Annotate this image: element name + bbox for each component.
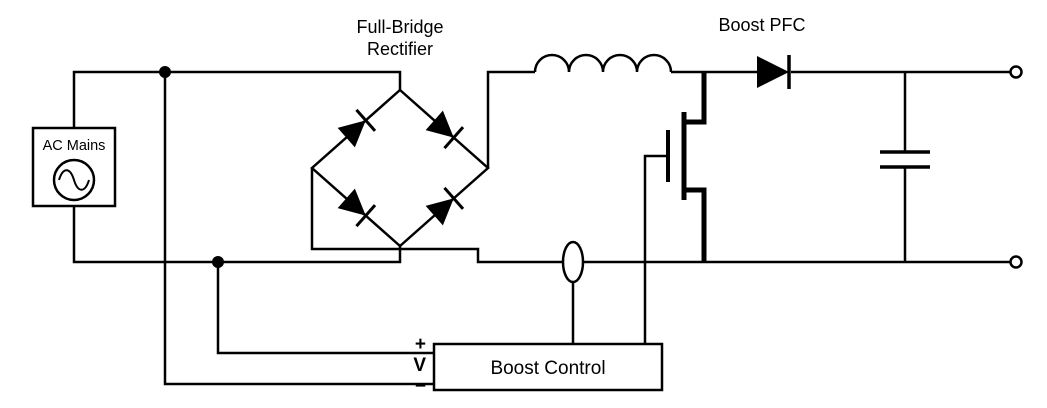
boost-control: Boost Control + V − <box>413 334 664 397</box>
sense-minus-label: − <box>415 376 426 397</box>
wire-ac-neutral <box>72 205 402 264</box>
junction-dot-bottom-rail <box>212 256 224 268</box>
ac-source-icon <box>52 158 96 202</box>
rectifier-label-line2: Rectifier <box>367 39 433 59</box>
wire-dc-positive <box>486 70 535 168</box>
output-terminal-negative <box>1009 255 1023 269</box>
output-terminal-positive <box>1009 65 1023 79</box>
junction-dot-top-rail <box>159 66 171 78</box>
sense-voltage-label: V <box>413 355 426 376</box>
current-sensor <box>561 240 585 344</box>
ac-mains-label: AC Mains <box>43 138 106 154</box>
wire-gate-drive <box>643 154 668 344</box>
wire-sense-minus <box>163 72 434 386</box>
boost-control-box <box>432 342 664 392</box>
boost-pfc-label: Boost PFC <box>718 15 805 35</box>
wire-ac-hot <box>72 70 402 128</box>
full-bridge-rectifier: Full-Bridge Rectifier <box>310 17 490 248</box>
boost-inductor-icon <box>533 53 673 73</box>
mosfet-drain-lead <box>684 72 707 125</box>
rectifier-label-line1: Full-Bridge <box>356 17 443 37</box>
ac-mains-box <box>31 126 117 208</box>
output-capacitor <box>880 72 930 262</box>
wire-sense-plus <box>216 262 434 355</box>
sine-wave-icon <box>58 169 90 191</box>
boost-control-label: Boost Control <box>490 358 605 379</box>
ac-mains-source: AC Mains <box>31 126 117 208</box>
rectifier-diamond <box>310 88 490 248</box>
sense-plus-label: + <box>415 334 426 355</box>
mosfet-switch <box>643 72 707 344</box>
current-sensor-icon <box>561 240 585 284</box>
boost-diode-icon <box>757 55 791 89</box>
wire-dc-negative <box>310 168 1010 264</box>
mosfet-source-lead <box>684 187 707 262</box>
